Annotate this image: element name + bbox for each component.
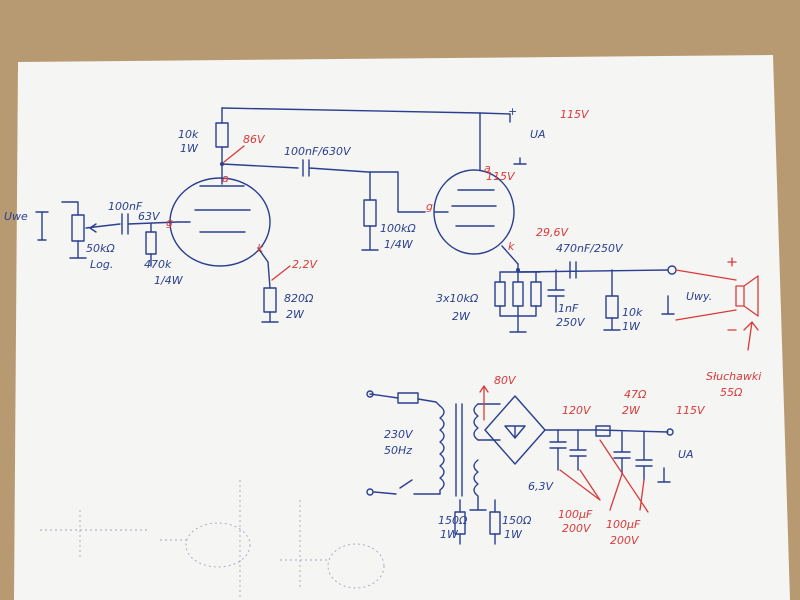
label-c-output: 470nF/250V (556, 242, 624, 255)
filter-capacitor-1b (569, 429, 587, 471)
label-c-bypass: 1nF (558, 302, 579, 315)
fuse (397, 392, 419, 404)
label-r-plate1-w: 1W (180, 142, 199, 155)
label-supply-out-va: UA (678, 448, 694, 461)
bypass-capacitor (547, 269, 565, 313)
label-pot: 50kΩ (86, 242, 115, 255)
label-r-filter-w: 2W (622, 404, 641, 417)
label-pin-k2: k (508, 240, 515, 253)
label-v-cathode1: 2,2V (292, 258, 318, 271)
label-c-coupling: 100nF/630V (284, 145, 352, 158)
label-pin-g2: g (426, 200, 433, 213)
label-r-filter: 47Ω (624, 388, 647, 401)
label-supply-plus: + (508, 105, 517, 118)
label-v-plate1: 86V (243, 133, 266, 146)
transformer-primary (439, 405, 445, 495)
label-mains-hz: 50Hz (384, 444, 412, 457)
label-r-cathode1: 820Ω (284, 292, 314, 305)
label-v-rectified: 120V (562, 404, 592, 417)
headphones-speaker (675, 257, 759, 351)
label-headphones-2: 55Ω (720, 386, 743, 399)
bridge-rectifier (484, 395, 546, 465)
filter-resistor (595, 425, 611, 437)
label-r-heater1-w: 1W (440, 528, 459, 541)
label-r-cathode2: 3x10kΩ (436, 292, 479, 305)
amplifier-circuit (35, 107, 677, 333)
filter-capacitor-2b (635, 431, 653, 481)
label-v-cathode2: 29,6V (536, 226, 569, 239)
label-c-filter1-v: 200V (562, 522, 592, 535)
label-v-in: Uwe (4, 210, 28, 223)
label-mains-v: 230V (384, 428, 414, 441)
input-terminal (35, 211, 49, 241)
label-r-grid2: 100kΩ (380, 222, 416, 235)
paper-sheet (14, 55, 790, 600)
label-r-plate1: 10k (178, 128, 199, 141)
power-supply-circuit (366, 385, 674, 545)
label-r-grid1: 470k (144, 258, 172, 271)
transformer-secondary-hv (473, 403, 479, 441)
label-r-heater1: 150Ω (438, 514, 468, 527)
label-v-plate2: 115V (486, 170, 516, 183)
label-pin-g1: g (166, 216, 173, 229)
label-c-filter2-v: 200V (610, 534, 640, 547)
input-capacitor (121, 213, 179, 235)
mains-terminal-2 (366, 488, 374, 496)
label-pin-k1: k (257, 242, 264, 255)
label-v-supply-out: 115V (676, 404, 706, 417)
label-r-heater2-w: 1W (504, 528, 523, 541)
label-pot-type: Log. (90, 258, 113, 271)
label-r-cathode1-w: 2W (286, 308, 305, 321)
transformer-secondary-heater (473, 459, 479, 499)
output-capacitor (569, 261, 577, 279)
label-v-sec: 80V (494, 374, 517, 387)
speaker-icon (735, 285, 745, 307)
power-switch (373, 479, 441, 495)
back-side-show-through (40, 480, 385, 600)
label-r-load: 10k (622, 306, 643, 319)
labels: 10k 1W 86V 100nF/630V + 115V UA 115V a g… (4, 105, 761, 547)
label-r-grid2-w: 1/4W (384, 238, 414, 251)
label-v-plate-top: 115V (560, 108, 590, 121)
label-supply-va: UA (530, 128, 546, 141)
supply-output-terminal (666, 428, 674, 436)
label-c-filter2: 100μF (606, 518, 641, 531)
label-r-load-w: 1W (622, 320, 641, 333)
label-pin-a1: a (222, 172, 229, 185)
label-v-out: Uwy. (686, 290, 712, 303)
label-headphones-1: Słuchawki (706, 370, 761, 383)
label-r-heater2: 150Ω (502, 514, 532, 527)
label-c-input-v: 63V (138, 210, 161, 223)
label-c-input: 100nF (108, 200, 143, 213)
label-c-filter1: 100μF (558, 508, 593, 521)
label-r-cathode2-w: 2W (452, 310, 471, 323)
label-c-bypass-v: 250V (556, 316, 586, 329)
tube-2 (433, 169, 515, 255)
filter-capacitor-2 (613, 431, 631, 475)
mains-terminal-1 (366, 390, 374, 398)
coupling-capacitor (221, 159, 426, 213)
label-pin-a2: a (484, 162, 491, 175)
label-r-grid1-w: 1/4W (154, 274, 184, 287)
label-heater-v: 6,3V (528, 480, 554, 493)
filter-capacitor-1 (549, 429, 567, 471)
